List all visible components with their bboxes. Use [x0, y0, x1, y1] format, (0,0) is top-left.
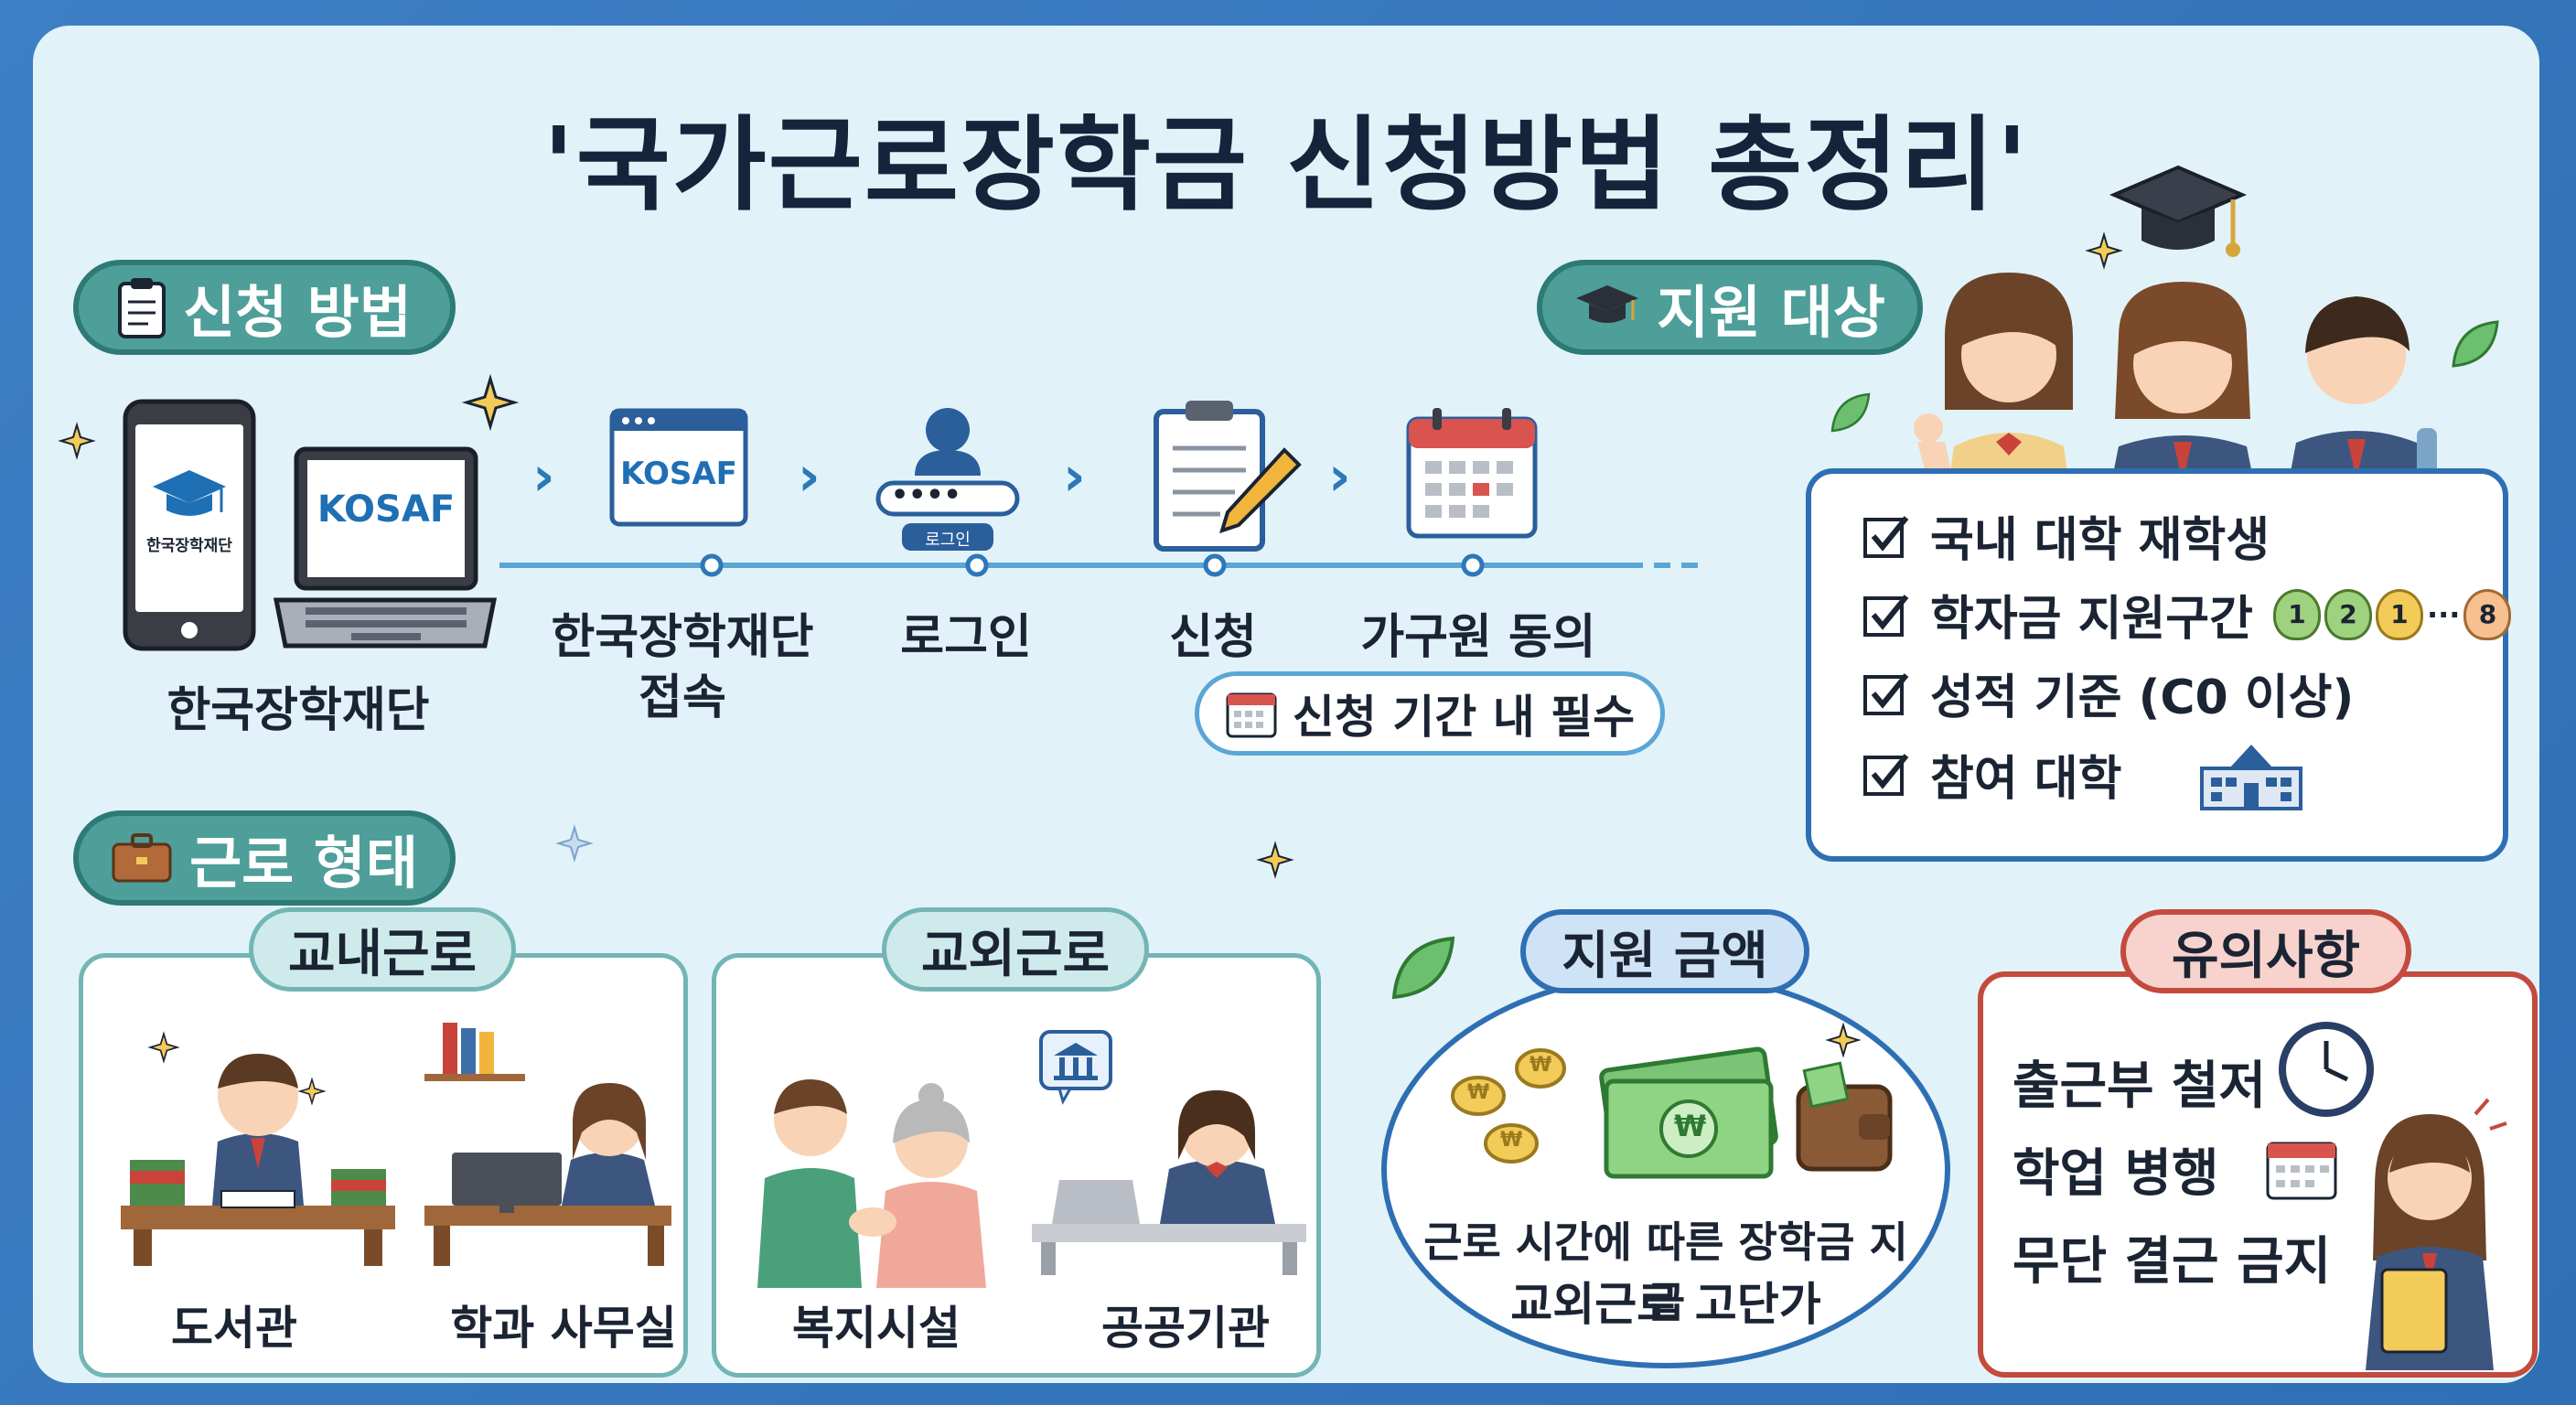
money-bag-icon: 1	[2375, 588, 2423, 640]
amount-tag: 지원 금액	[1520, 909, 1809, 993]
coin-symbol: ₩	[1467, 1081, 1490, 1104]
notice-item: 무단 결근 금지	[2012, 1232, 2332, 1292]
phone-app-text: 한국장학재단	[146, 537, 232, 555]
sparkle-icon	[555, 824, 594, 863]
university-building-icon	[2200, 745, 2303, 810]
browser-window-icon	[609, 408, 748, 527]
money-bag-icon: 1	[2272, 588, 2321, 640]
password-dots: ••••	[891, 479, 961, 511]
office-worker-illustration	[424, 1023, 671, 1266]
leaf-icon	[1391, 936, 1455, 1000]
eligibility-header: 지원 대상	[1537, 260, 1923, 355]
sparkle-icon	[297, 1077, 327, 1106]
smartphone-icon	[123, 399, 256, 651]
notice-item: 출근부 철저	[2012, 1056, 2267, 1116]
calendar-small-icon	[2266, 1142, 2337, 1200]
place-library: 도서관	[171, 1302, 297, 1355]
step-label-access: 한국장학재단 접속	[551, 610, 814, 725]
timeline-dot	[965, 553, 989, 577]
work-type-header: 근로 형태	[73, 810, 456, 906]
chevron-right-icon: ›	[1328, 445, 1351, 509]
sparkle-icon	[2085, 231, 2123, 270]
browser-screen-text: KOSAF	[620, 456, 737, 492]
eligibility-item: 참여 대학	[1862, 737, 2306, 810]
sparkle-icon	[1825, 1022, 1862, 1058]
eligibility-box	[1806, 468, 2508, 862]
eligibility-label: 지원 대상	[1657, 279, 1885, 346]
offcampus-tag: 교외근로	[882, 907, 1149, 992]
public-agency-illustration	[1032, 1030, 1306, 1275]
eligibility-item: 성적 기준 (C0 이상)	[1862, 659, 2354, 727]
welfare-facility-illustration	[757, 1079, 986, 1288]
sparkle-icon	[461, 373, 520, 432]
place-dept-office: 학과 사무실	[450, 1302, 677, 1355]
chevron-right-icon: ›	[532, 445, 555, 509]
leaf-icon	[2452, 320, 2499, 368]
deadline-note-text: 신청 기간 내 필수	[1292, 691, 1636, 744]
sparkle-icon	[1256, 841, 1294, 879]
checkbox-checked-icon	[1863, 754, 1909, 796]
oncampus-tag: 교내근로	[249, 907, 516, 992]
librarian-illustration	[121, 1054, 395, 1266]
clock-icon	[2279, 1022, 2374, 1117]
clipboard-icon	[118, 278, 166, 338]
eligibility-item-text: 참여 대학	[1930, 751, 2122, 807]
clipboard-pen-icon	[1154, 401, 1302, 552]
amount-line-2: 교외근로 고단가	[1510, 1278, 1821, 1331]
infographic-panel: '국가근로장학금 신청방법 총정리' 신청 방법 한국장학재단	[33, 26, 2539, 1383]
student-with-clipboard-illustration	[2366, 1098, 2507, 1370]
calendar-icon	[1406, 408, 1538, 539]
sparkle-icon	[58, 422, 96, 460]
apply-method-label: 신청 방법	[183, 279, 412, 346]
calendar-small-icon	[1226, 692, 1277, 738]
notice-item: 학업 병행	[2012, 1144, 2219, 1204]
eligibility-item-text: 학자금 지원구간	[1930, 592, 2253, 647]
eligibility-item-text: 성적 기준 (C0 이상)	[1930, 670, 2355, 725]
sparkle-icon	[147, 1031, 180, 1064]
checkbox-checked-icon	[1863, 672, 1909, 715]
leaf-icon	[1830, 392, 1871, 433]
money-bag-icon: 2	[2324, 588, 2372, 640]
step-label-family-consent: 가구원 동의	[1360, 610, 1596, 665]
deadline-note-bubble: 신청 기간 내 필수	[1195, 671, 1665, 756]
apply-method-header: 신청 방법	[73, 260, 456, 355]
money-illustration	[1451, 1046, 1893, 1179]
login-button[interactable]: 로그인	[925, 531, 971, 550]
step-label-apply: 신청	[1169, 610, 1257, 665]
laptop-screen-text: KOSAF	[317, 488, 456, 531]
graduation-cap-icon	[2109, 165, 2248, 257]
amount-line-1: 근로 시간에 따른 장학금 지급	[1423, 1217, 1908, 1327]
work-type-label: 근로 형태	[189, 830, 418, 896]
timeline-dot	[1461, 553, 1485, 577]
eligibility-item-text: 국내 대학 재학생	[1930, 513, 2270, 568]
timeline-dot	[1203, 553, 1227, 577]
place-welfare-facility: 복지시설	[792, 1302, 961, 1355]
checkbox-checked-icon	[1863, 515, 1909, 558]
ellipsis: ···	[2426, 596, 2461, 632]
page-title: '국가근로장학금 신청방법 총정리'	[542, 106, 2030, 225]
checkbox-checked-icon	[1863, 594, 1909, 637]
briefcase-icon	[112, 833, 172, 883]
eligibility-item: 학자금 지원구간 1 2 1 ··· 8	[1862, 580, 2512, 649]
timeline-dot	[700, 553, 724, 577]
step-label-kosaf-app: 한국장학재단	[166, 683, 430, 738]
notice-tag: 유의사항	[2120, 909, 2411, 993]
eligibility-item: 국내 대학 재학생	[1862, 501, 2270, 570]
coin-symbol: ₩	[1500, 1129, 1523, 1152]
graduation-cap-small-icon	[1576, 285, 1639, 323]
chevron-right-icon: ›	[798, 445, 821, 509]
income-bracket-badges: 1 2 1 ··· 8	[2272, 588, 2512, 640]
place-public-agency: 공공기관	[1101, 1302, 1270, 1355]
user-icon	[875, 408, 1020, 551]
chevron-right-icon: ›	[1063, 445, 1086, 509]
timeline-line	[499, 563, 1698, 568]
money-bag-icon: 8	[2463, 588, 2512, 640]
bill-won-symbol: ₩	[1674, 1109, 1707, 1143]
coin-symbol: ₩	[1530, 1054, 1552, 1077]
laptop-icon	[273, 446, 498, 649]
step-label-login: 로그인	[900, 610, 1032, 665]
coin-stack	[1451, 1048, 1566, 1164]
